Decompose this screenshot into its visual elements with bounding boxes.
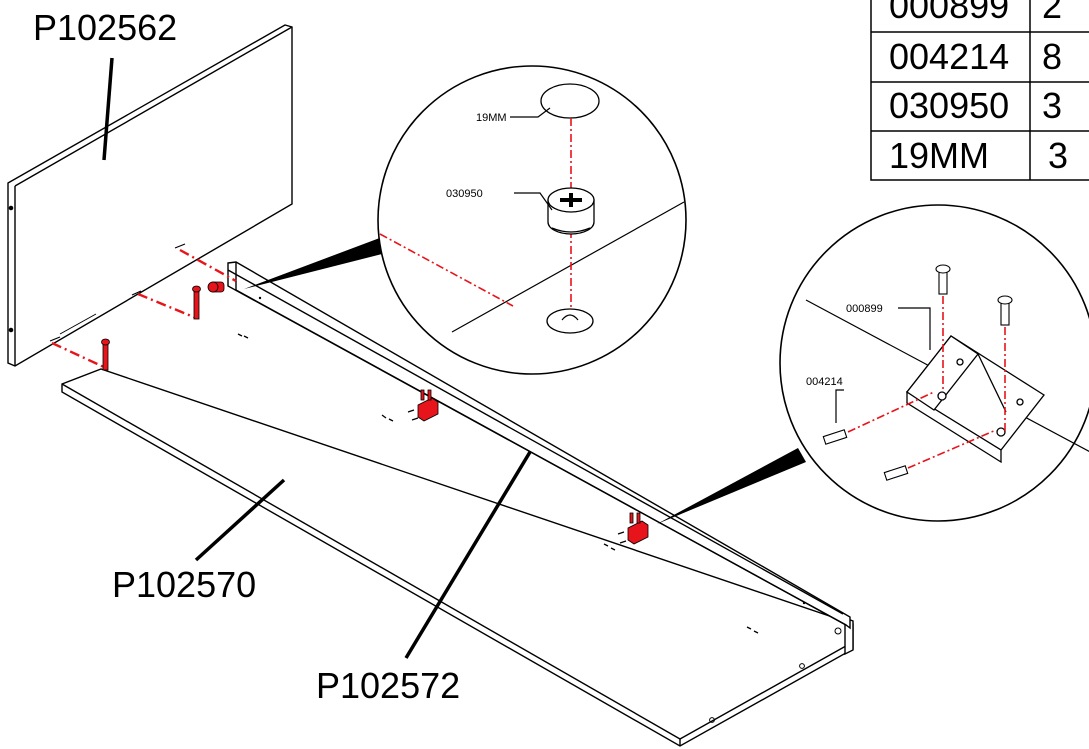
bracket-marker-2 — [627, 512, 649, 545]
screw-label: 004214 — [806, 376, 843, 388]
cam-fastener-guides — [51, 248, 237, 370]
bracket-detail-callout: 000899 004214 — [657, 204, 1089, 524]
back-panel-label: P102562 — [33, 7, 177, 48]
rail-panel-label: P102572 — [316, 665, 460, 706]
cam-label: 030950 — [446, 188, 483, 200]
cam-fasteners — [101, 281, 225, 371]
table-qty-0: 2 — [1042, 0, 1062, 26]
dowel-disc-icon — [540, 83, 600, 119]
table-code-3: 19MM — [889, 135, 989, 176]
bracket-marker-1 — [417, 389, 439, 422]
dowel-label: 19MM — [476, 112, 507, 124]
table-code-1: 004214 — [889, 36, 1009, 77]
rail-panel — [227, 261, 851, 630]
table-qty-3: 3 — [1048, 135, 1068, 176]
back-panel-dowels — [49, 243, 186, 342]
cam-lock-icon — [547, 187, 595, 235]
cam-hole-icon — [546, 308, 594, 334]
panel-holes — [237, 333, 759, 634]
bracket-screws — [407, 409, 627, 544]
table-code-2: 030950 — [889, 85, 1009, 126]
parts-table: 000899 2 004214 8 030950 3 19MM 3 — [870, 0, 1089, 181]
table-code-0: 000899 — [889, 0, 1009, 26]
table-qty-1: 8 — [1042, 36, 1062, 77]
rail-holes — [258, 296, 842, 723]
bracket-label: 000899 — [846, 303, 883, 315]
base-panel-label: P102570 — [112, 564, 256, 605]
screw-icons — [822, 264, 1013, 481]
leaders — [102, 57, 532, 659]
cam-detail-callout: 19MM 030950 — [244, 65, 687, 375]
bracket-guides — [847, 296, 1006, 469]
table-qty-2: 3 — [1042, 85, 1062, 126]
back-panel — [7, 24, 293, 367]
